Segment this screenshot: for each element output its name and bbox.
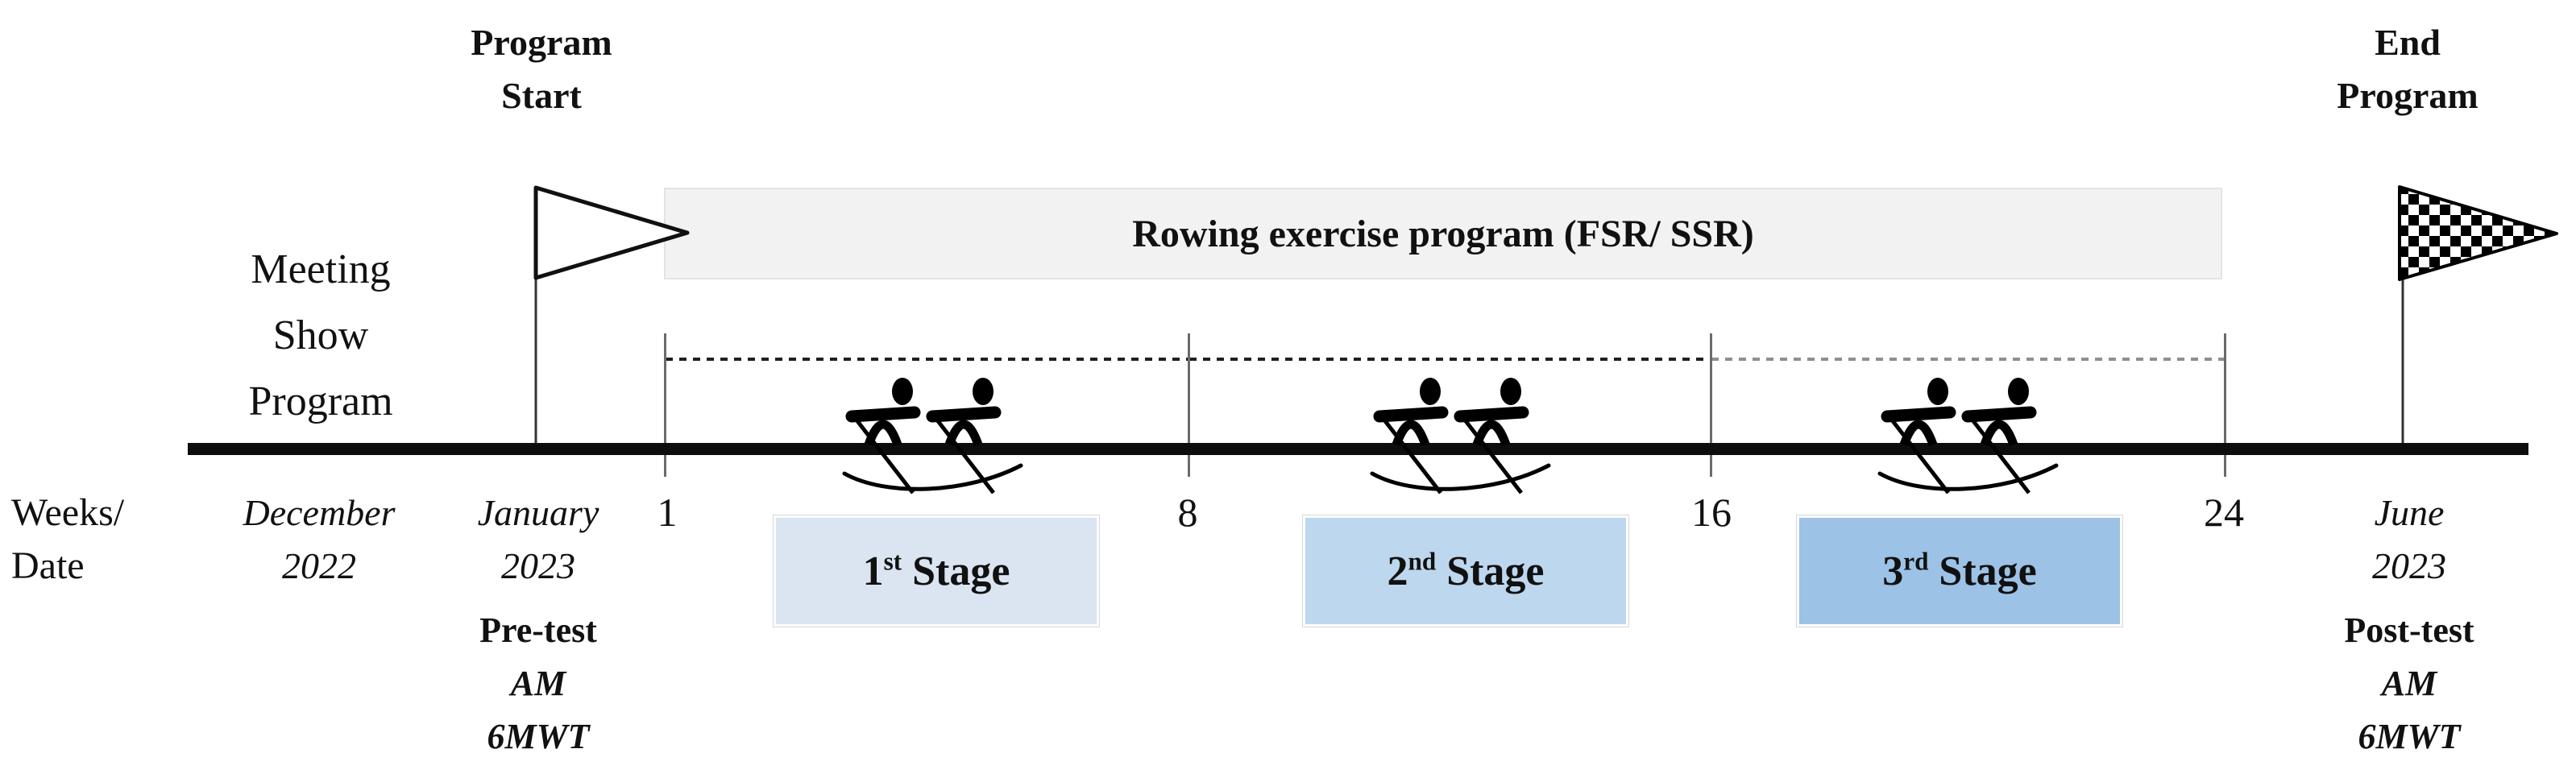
dashed-range-week8-16 (1189, 358, 1710, 361)
pre-test-am-label: AM (510, 664, 566, 703)
december-year: 2022 (282, 545, 356, 586)
end-flag-checkered-pennant (2400, 187, 2557, 279)
end-program-line1: End (2375, 22, 2441, 63)
june-2023-column: June 2023 Post-test AM 6MWT (2288, 486, 2530, 763)
week-8-tick (1188, 333, 1190, 477)
stage-box-2: 2nd Stage (1303, 515, 1628, 627)
rowing-crew-icon (842, 378, 1023, 494)
week-mark-16: 16 (1691, 490, 1732, 535)
program-start-title: Program Start (380, 16, 703, 122)
timeline-bar (188, 443, 2528, 455)
boat-hull (842, 463, 1023, 491)
post-test-am-label: AM (2381, 664, 2437, 703)
week-24-tick (2224, 333, 2226, 477)
meeting-line1: Meeting (251, 246, 391, 292)
pennant-flag-icon (533, 185, 690, 449)
weeks-label: Weeks/ (11, 491, 125, 534)
june-year: 2023 (2372, 545, 2446, 586)
rowing-program-banner-text: Rowing exercise program (FSR/ SSR) (1132, 212, 1754, 255)
stage-3-label: 3rd Stage (1882, 547, 2037, 594)
week-mark-1: 1 (657, 490, 678, 535)
rower-1 (845, 378, 921, 494)
week-mark-8: 8 (1177, 490, 1198, 535)
january-2023-column: January 2023 Pre-test AM 6MWT (417, 486, 659, 763)
january-label: January (477, 492, 599, 533)
post-test-6mwt-label: 6MWT (2358, 717, 2461, 756)
rowing-crew-icon (1370, 378, 1551, 494)
weeks-date-axis-label: Weeks/ Date (11, 486, 205, 593)
meeting-line3: Program (248, 379, 393, 424)
stage-2-label: 2nd Stage (1387, 547, 1545, 594)
december-label: December (243, 492, 396, 533)
stage-box-1: 1st Stage (774, 515, 1099, 627)
rowing-crew-icon (1877, 378, 2059, 494)
june-label: June (2374, 492, 2445, 533)
start-flag-pennant (533, 185, 690, 280)
rower-2 (926, 378, 1002, 494)
stage-1-label: 1st Stage (862, 547, 1010, 594)
end-program-title: End Program (2246, 16, 2569, 122)
week-16-tick (1710, 333, 1712, 477)
dashed-range-week1-8 (666, 358, 1188, 361)
program-start-line1: Program (471, 22, 612, 63)
stage-box-3: 3rd Stage (1797, 515, 2122, 627)
dashed-range-week16-24 (1711, 358, 2224, 361)
end-flag-outline (2398, 185, 2558, 281)
rowing-program-banner: Rowing exercise program (FSR/ SSR) (664, 188, 2222, 279)
program-start-line2: Start (501, 75, 582, 116)
december-2022-column: December 2022 (198, 486, 440, 593)
pre-test-6mwt-label: 6MWT (487, 717, 590, 756)
checkered-flag-icon (2398, 185, 2558, 449)
post-test-label: Post-test (2344, 610, 2474, 650)
week-1-tick (664, 333, 666, 477)
meeting-line2: Show (272, 312, 369, 358)
date-label: Date (11, 544, 85, 587)
week-mark-24: 24 (2204, 490, 2244, 535)
january-year: 2023 (501, 545, 575, 586)
pre-test-label: Pre-test (479, 610, 597, 650)
meeting-show-program-label: Meeting Show Program (160, 237, 482, 435)
end-program-line2: Program (2337, 75, 2479, 116)
